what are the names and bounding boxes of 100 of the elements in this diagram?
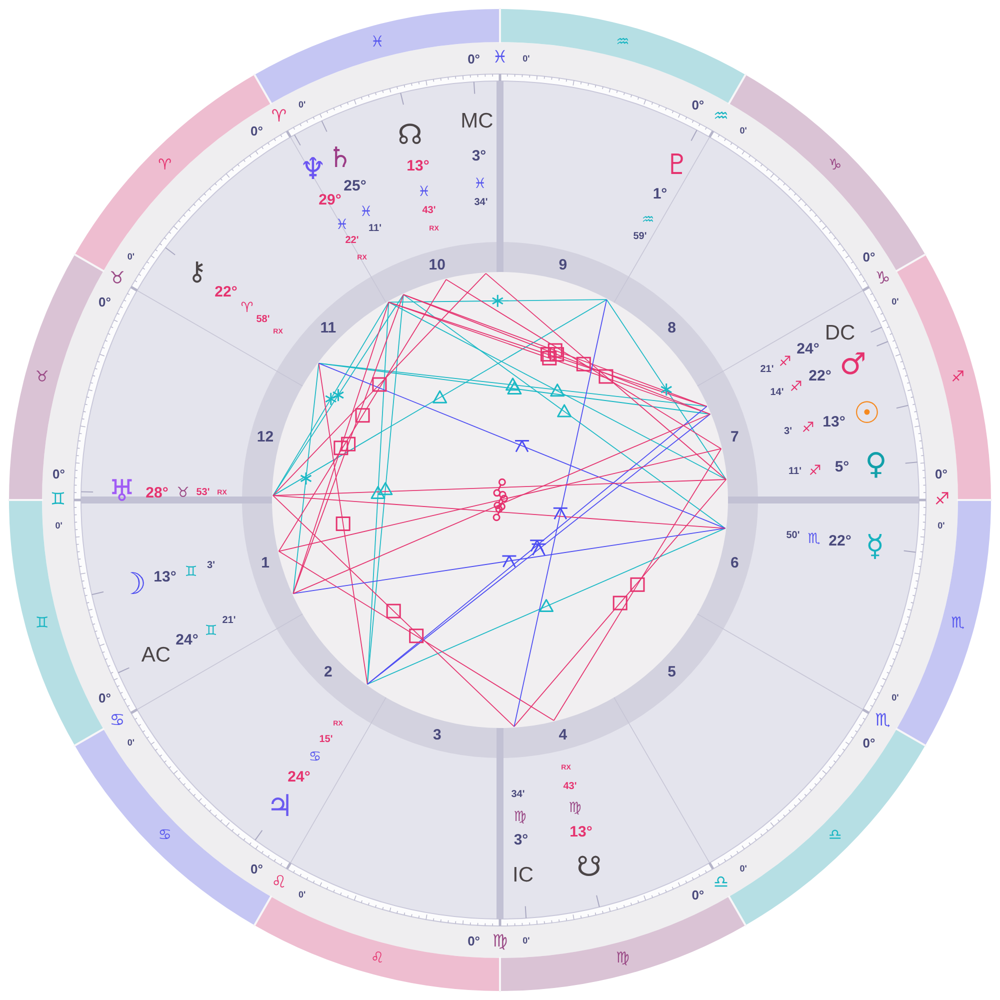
house-number: 6 <box>730 555 739 570</box>
zodiac-sign-symbol: ♈ <box>240 301 254 315</box>
degree-label: 0° <box>250 124 263 138</box>
zodiac-sign-symbol: ♍ <box>492 934 508 950</box>
degree-label: 0° <box>250 862 263 876</box>
zodiac-sign-symbol: ♐ <box>802 421 814 435</box>
house-number: 10 <box>428 258 446 273</box>
zodiac-sign-symbol: ♎ <box>828 828 842 843</box>
degree-label: 13° <box>154 570 176 584</box>
minutes-label: 22' <box>345 236 359 246</box>
zodiac-sign-symbol: ♓ <box>474 177 486 191</box>
degree-label: 25° <box>344 178 366 194</box>
minutes-label: 21' <box>222 616 236 626</box>
minutes-label: 34' <box>474 198 488 208</box>
minutes-label: 43' <box>422 206 436 216</box>
zodiac-sign-symbol: ♓ <box>360 205 372 219</box>
planet-symbol: ⚷ <box>187 259 207 285</box>
minutes-label: 0' <box>522 936 530 946</box>
zodiac-sign-symbol: ♐ <box>778 355 792 369</box>
zodiac-sign-symbol: ♊ <box>50 492 66 508</box>
zodiac-sign-symbol: ♊ <box>184 565 198 579</box>
house-number: 9 <box>558 258 568 273</box>
degree-label: 28° <box>146 486 168 500</box>
zodiac-sign-symbol: ♍ <box>616 950 630 966</box>
minutes-label: 59' <box>633 232 647 242</box>
degree-label: 13° <box>406 158 430 174</box>
zodiac-sign-symbol: ♏ <box>951 615 965 630</box>
degree-label: 5° <box>834 460 850 474</box>
minutes-label: 0' <box>127 252 135 262</box>
zodiac-sign-symbol: ♋ <box>308 750 322 764</box>
planet-symbol: ☉ <box>854 399 880 429</box>
zodiac-sign-symbol: ♑ <box>875 270 890 288</box>
minutes-label: 0' <box>892 693 899 702</box>
degree-label: 0° <box>692 888 704 902</box>
degree-label: 22° <box>214 284 238 300</box>
degree-label: 0° <box>692 98 704 112</box>
planet-symbol: ♀ <box>865 450 887 480</box>
minutes-label: 15' <box>319 735 333 745</box>
house-number: 3 <box>432 727 442 742</box>
zodiac-sign-symbol: ♊ <box>35 615 49 630</box>
zodiac-sign-symbol: ♓ <box>418 185 430 199</box>
degree-label: 0° <box>935 467 948 480</box>
degree-label: 0° <box>98 691 111 704</box>
minutes-label: 43' <box>563 782 577 792</box>
house-number: 8 <box>668 320 676 336</box>
minutes-label: 0' <box>522 54 530 64</box>
zodiac-sign-symbol: ♌ <box>271 874 287 892</box>
planet-symbol: ♃ <box>266 792 294 822</box>
house-number: 7 <box>730 430 739 445</box>
zodiac-sign-symbol: ♓ <box>370 34 384 50</box>
zodiac-sign-symbol: ♌ <box>370 950 384 966</box>
planet-symbol: ♅ <box>108 477 136 507</box>
minutes-label: 3' <box>207 561 215 571</box>
minutes-label: 0' <box>938 522 945 531</box>
minutes-label: 0' <box>127 738 135 748</box>
minutes-label: 11' <box>368 224 382 234</box>
house-number: 4 <box>558 727 568 742</box>
minutes-label: 0' <box>892 298 899 307</box>
degree-label: 3° <box>472 148 486 164</box>
degree-label: 0° <box>862 736 876 750</box>
zodiac-sign-symbol: ♓ <box>492 50 508 66</box>
angle-label: IC <box>512 864 534 886</box>
zodiac-sign-symbol: ♋ <box>110 712 125 730</box>
zodiac-sign-symbol: ♐ <box>951 370 965 385</box>
zodiac-sign-symbol: ♍ <box>514 810 526 824</box>
planet-symbol: ♂ <box>840 350 866 380</box>
planet-symbol: ☊ <box>398 121 422 149</box>
minutes-label: 14' <box>770 388 784 398</box>
minutes-label: 21' <box>760 365 774 375</box>
angle-label: DC <box>824 322 856 344</box>
zodiac-sign-symbol: ♉ <box>176 486 190 500</box>
degree-label: 24° <box>176 632 198 648</box>
minutes-label: 0' <box>298 890 306 900</box>
planet-symbol: ♄ <box>327 144 353 172</box>
degree-label: 24° <box>288 770 310 784</box>
minutes-label: 11' <box>788 467 802 477</box>
house-number: 1 <box>261 555 270 570</box>
degree-label: 24° <box>796 342 820 356</box>
zodiac-sign-symbol: ♈ <box>271 108 287 126</box>
zodiac-sign-symbol: ♑ <box>828 157 842 172</box>
house-number: 11 <box>320 320 336 336</box>
zodiac-sign-symbol: ♊ <box>204 624 218 638</box>
degree-label: 1° <box>652 186 668 202</box>
zodiac-sign-symbol: ♐ <box>934 492 950 508</box>
minutes-label: 50' <box>786 531 800 541</box>
zodiac-sign-symbol: ♎ <box>713 874 729 892</box>
degree-label: 22° <box>828 534 852 548</box>
minutes-label: 3' <box>784 427 792 437</box>
degree-label: 22° <box>808 368 832 384</box>
house-number: 5 <box>668 664 676 680</box>
zodiac-sign-symbol: ♋ <box>158 828 172 843</box>
degree-label: 0° <box>52 467 65 480</box>
degree-label: 29° <box>318 192 342 208</box>
degree-label: 0° <box>862 250 876 264</box>
minutes-label: 34' <box>511 790 525 800</box>
minutes-label: 0' <box>740 864 747 874</box>
minutes-label: 58' <box>256 315 270 325</box>
zodiac-sign-symbol: ♒ <box>616 34 630 50</box>
house-number: 2 <box>324 664 332 680</box>
zodiac-sign-symbol: ♐ <box>808 464 822 478</box>
